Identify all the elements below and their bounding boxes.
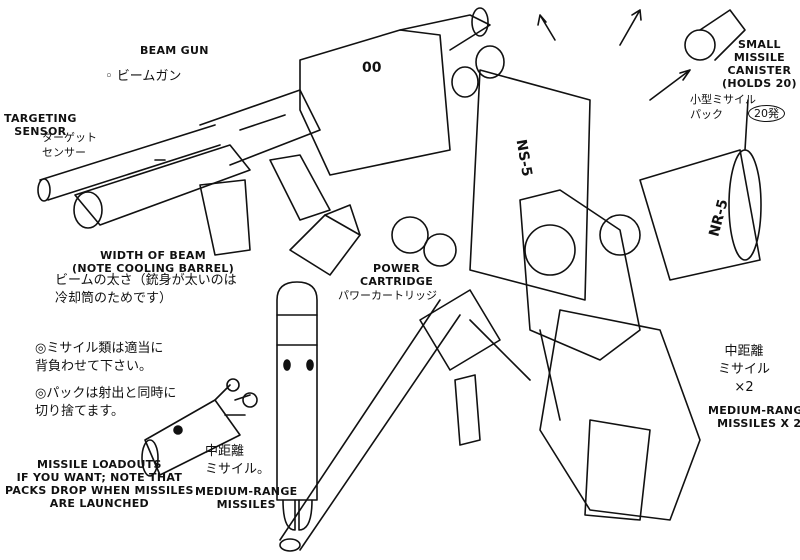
medium-range-label-jp: 中距離 ミサイル。 <box>205 444 271 477</box>
targeting-sensor-label-jp: ターゲット センサー <box>42 131 97 159</box>
medium-range-x2-label: MEDIUM-RANGE MISSILES X 2 <box>708 404 800 430</box>
power-cartridge-label-jp: パワーカートリッジ <box>338 289 437 302</box>
medium-range-label: MEDIUM-RANGE MISSILES <box>195 485 298 511</box>
note-jp-1: ◎ミサイル類は適当に 背負わせて下さい。 <box>35 341 164 374</box>
missile-pack-drawing <box>141 378 258 477</box>
small-canister-count-jp: 20発 <box>748 105 785 122</box>
medium-range-missile-drawing <box>276 281 318 531</box>
beam-gun-drawing <box>37 7 491 256</box>
note-jp-2: ◎パックは射出と同時に 切り捨てます。 <box>35 386 177 419</box>
small-canister-label-jp: 小型ミサイル パック <box>690 93 756 121</box>
small-canister-label: SMALL MISSILE CANISTER (HOLDS 20) <box>722 38 797 90</box>
missile-loadouts-label: MISSILE LOADOUTS IF YOU WANT; NOTE THAT … <box>5 458 194 510</box>
targeting-sensor-label: TARGETING SENSOR <box>4 112 77 138</box>
power-cartridge-drawing <box>289 204 361 276</box>
width-of-beam-label-jp: ビームの太さ（銃身が太いのは 冷却筒のためです） <box>55 273 237 306</box>
medium-range-x2-label-jp: 中距離 ミサイル ×2 <box>718 344 771 395</box>
beam-gun-label-jp: ◦ ビームガン <box>105 69 182 84</box>
power-cartridge-label: POWER CARTRIDGE <box>360 262 434 288</box>
beam-gun-label: BEAM GUN <box>140 44 209 57</box>
width-of-beam-label: WIDTH OF BEAM (NOTE COOLING BARREL) <box>72 249 235 275</box>
mech-drawing <box>279 9 762 552</box>
gun-marking: 00 <box>362 60 382 76</box>
